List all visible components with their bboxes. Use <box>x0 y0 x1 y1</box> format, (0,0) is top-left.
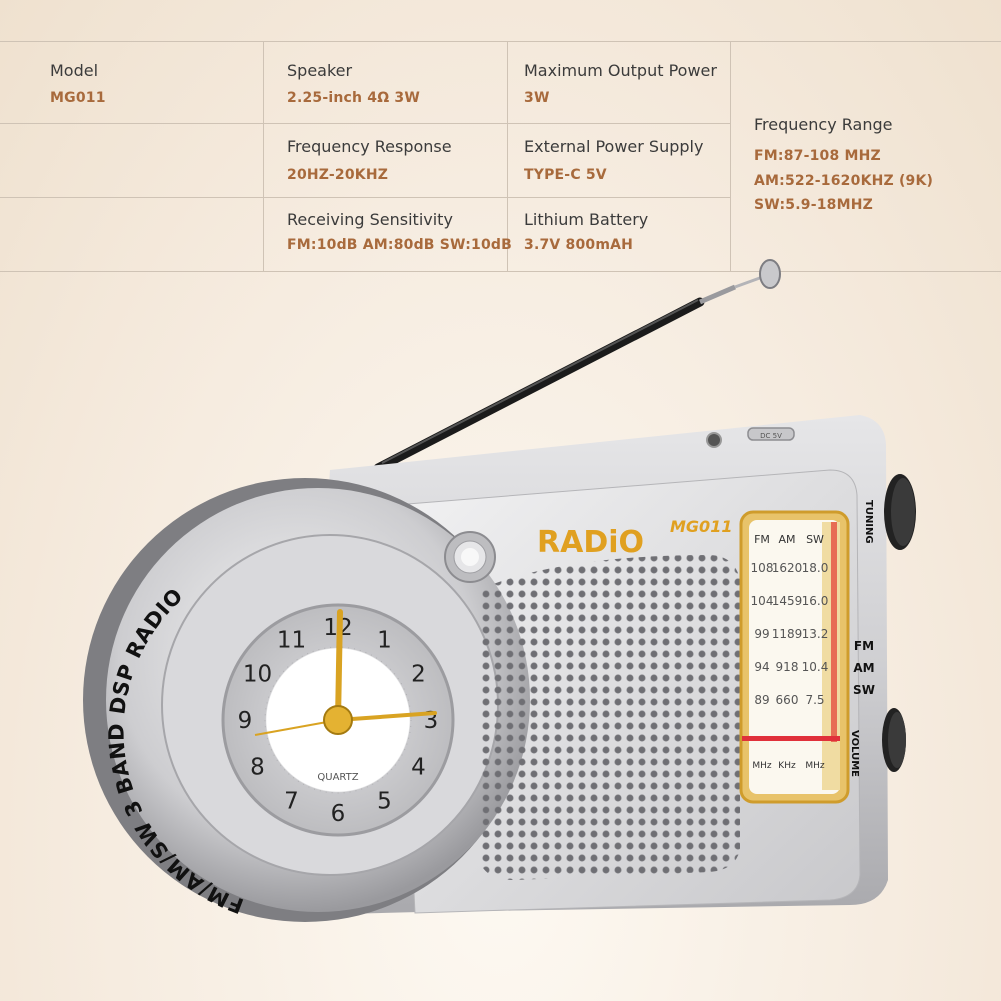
dial-unit: MHz <box>805 761 825 771</box>
tuning-knob[interactable] <box>884 474 916 550</box>
clock-number: 1 <box>377 628 392 654</box>
table-bottom-border <box>0 271 1001 272</box>
dial-scale-value: 16.0 <box>802 594 829 608</box>
row-divider-2 <box>0 197 730 198</box>
band-label: FM <box>854 639 874 653</box>
tuning-needle <box>742 736 840 741</box>
sensitivity-value: FM:10dB AM:80dB SW:10dB <box>287 237 513 253</box>
freq-response-value: 20HZ-20KHZ <box>287 167 389 183</box>
freq-range-label: Frequency Range <box>754 115 893 134</box>
clock-number: 5 <box>377 789 392 815</box>
model-label: MG011 <box>670 517 732 536</box>
col-divider-3 <box>730 41 731 272</box>
clock-number: 4 <box>411 755 426 781</box>
speaker-label: Speaker <box>287 61 353 80</box>
col-divider-2 <box>507 41 508 272</box>
sensitivity-label: Receiving Sensitivity <box>287 210 453 229</box>
dial-scale-value: 13.2 <box>802 627 829 641</box>
clock-number: 9 <box>238 708 253 734</box>
dial-scale-value: 89 <box>754 693 769 707</box>
dial-scale-value: 660 <box>776 693 799 707</box>
dial-unit: KHz <box>778 761 796 771</box>
band-label: SW <box>853 683 875 697</box>
clock-number: 10 <box>243 662 272 688</box>
band-label: AM <box>853 661 874 675</box>
max-output-label: Maximum Output Power <box>524 61 717 80</box>
battery-value: 3.7V 800mAH <box>524 237 634 253</box>
headphone-jack[interactable] <box>706 432 722 448</box>
ext-power-value: TYPE-C 5V <box>524 167 607 183</box>
band-switch-labels: FM AM SW <box>853 639 875 697</box>
row-divider-1 <box>0 123 730 124</box>
model-value: MG011 <box>50 90 106 106</box>
freq-response-label: Frequency Response <box>287 137 452 156</box>
model-label: Model <box>50 61 99 80</box>
dial-scale-value: 1189 <box>772 627 803 641</box>
antenna <box>373 259 781 473</box>
usb-c-port[interactable]: DC 5V <box>747 427 795 441</box>
volume-knob[interactable] <box>882 708 906 772</box>
clock-number: 7 <box>284 789 299 815</box>
brand-logo: RADiO <box>537 525 644 560</box>
max-output-value: 3W <box>524 90 550 106</box>
dial-scale-value: 18.0 <box>802 561 829 575</box>
dc-label: DC 5V <box>760 432 782 440</box>
dial-scale-value: 918 <box>776 660 799 674</box>
battery-label: Lithium Battery <box>524 210 649 229</box>
dial-scale-value: 1620 <box>772 561 803 575</box>
clock-number: 8 <box>250 755 265 781</box>
dial-header: AM <box>778 533 795 546</box>
dial-header: FM <box>754 533 770 546</box>
clock-number: 6 <box>331 801 346 827</box>
table-top-border <box>0 41 1001 42</box>
light-button[interactable] <box>444 531 496 583</box>
freq-range-fm: FM:87-108 MHZ <box>754 148 881 164</box>
speaker-value: 2.25-inch 4Ω 3W <box>287 90 420 106</box>
volume-label: VOLUME <box>849 730 860 777</box>
spec-table: Model MG011 Speaker 2.25-inch 4Ω 3W Maxi… <box>0 0 1001 272</box>
dial-scale-value: 104 <box>751 594 774 608</box>
dial-scale-value: 7.5 <box>805 693 824 707</box>
dial-scale-value: 1459 <box>772 594 803 608</box>
tuning-label: TUNING <box>863 500 874 544</box>
clock-minute-hand <box>336 711 437 722</box>
speaker-grille <box>478 555 740 880</box>
clock-number: 2 <box>411 662 426 688</box>
dial-scale-value: 108 <box>751 561 774 575</box>
clock-hub <box>323 705 353 735</box>
clock-hour-hand <box>335 609 343 723</box>
col-divider-1 <box>263 41 264 272</box>
dial-scale-value: 94 <box>754 660 769 674</box>
clock-brand-label: QUARTZ <box>317 772 358 783</box>
dial-header: SW <box>806 533 824 546</box>
ext-power-label: External Power Supply <box>524 137 704 156</box>
dial-scale-value: 10.4 <box>802 660 829 674</box>
freq-range-am: AM:522-1620KHZ (9K) <box>754 173 934 189</box>
clock: QUARTZ 121234567891011 <box>221 603 455 837</box>
freq-range-sw: SW:5.9-18MHZ <box>754 197 873 213</box>
dial-scale-value: 99 <box>754 627 769 641</box>
dial-unit: MHz <box>752 761 772 771</box>
clock-number: 11 <box>277 628 306 654</box>
